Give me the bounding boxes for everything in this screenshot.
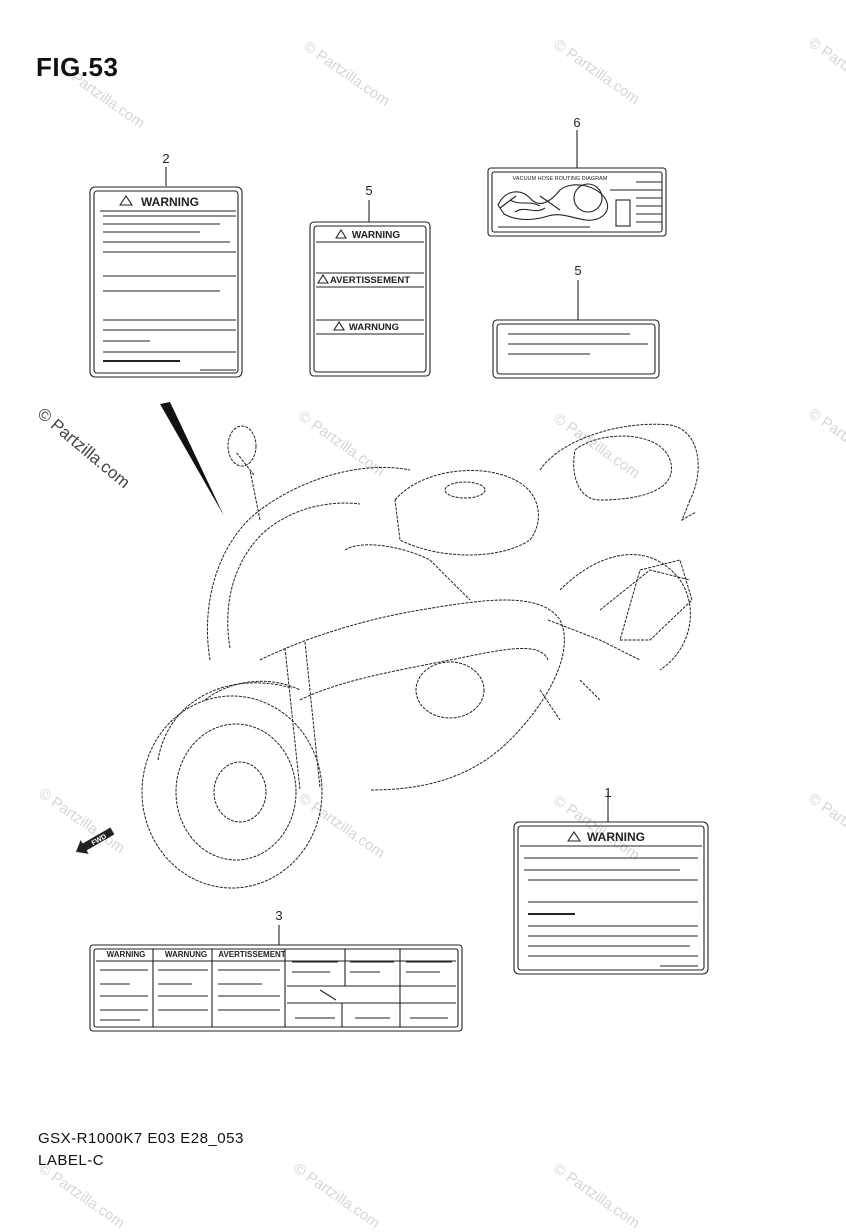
label-6: 6 VACUUM HOSE ROUTING DIAGRAM bbox=[487, 115, 667, 237]
figure-title: FIG.53 bbox=[36, 52, 119, 82]
footer-group: LABEL-C bbox=[38, 1152, 105, 1169]
label-2: 2 WARNING bbox=[89, 151, 243, 378]
avertissement-text: AVERTISSEMENT bbox=[218, 950, 286, 959]
avertissement-text: AVERTISSEMENT bbox=[330, 275, 410, 286]
label-1: 1 WARNING bbox=[513, 785, 709, 975]
label-3: 3 WARNING WARNUNG AVERTISSEMENT bbox=[89, 908, 463, 1032]
fwd-label: FWD bbox=[91, 833, 108, 847]
warning-text: WARNING bbox=[587, 830, 645, 844]
callout-2: 2 bbox=[162, 151, 169, 166]
warnung-text: WARNUNG bbox=[349, 322, 399, 333]
callout-6: 6 bbox=[573, 115, 580, 130]
motorcycle-illustration bbox=[141, 423, 699, 889]
warnung-text: WARNUNG bbox=[165, 950, 207, 959]
warning-text: WARNING bbox=[352, 230, 401, 241]
label-4: 5 WARNING AVERTISSEMENT WARNUNG bbox=[309, 183, 431, 377]
footer-model: GSX-R1000K7 E03 E28_053 bbox=[38, 1130, 244, 1147]
warning-text: WARNING bbox=[141, 195, 199, 209]
warning-text: WARNING bbox=[107, 950, 146, 959]
vacuum-diagram-title: VACUUM HOSE ROUTING DIAGRAM bbox=[513, 176, 608, 182]
callout-4: 5 bbox=[365, 183, 372, 198]
fwd-arrow-icon: FWD bbox=[76, 827, 115, 854]
callout-5: 5 bbox=[574, 263, 581, 278]
callout-3: 3 bbox=[275, 908, 282, 923]
pointer-wedge bbox=[160, 402, 224, 516]
parts-diagram: 2 WARNING 5 WARNING bbox=[76, 115, 709, 1032]
callout-1: 1 bbox=[604, 785, 611, 800]
label-5: 5 bbox=[492, 263, 660, 379]
